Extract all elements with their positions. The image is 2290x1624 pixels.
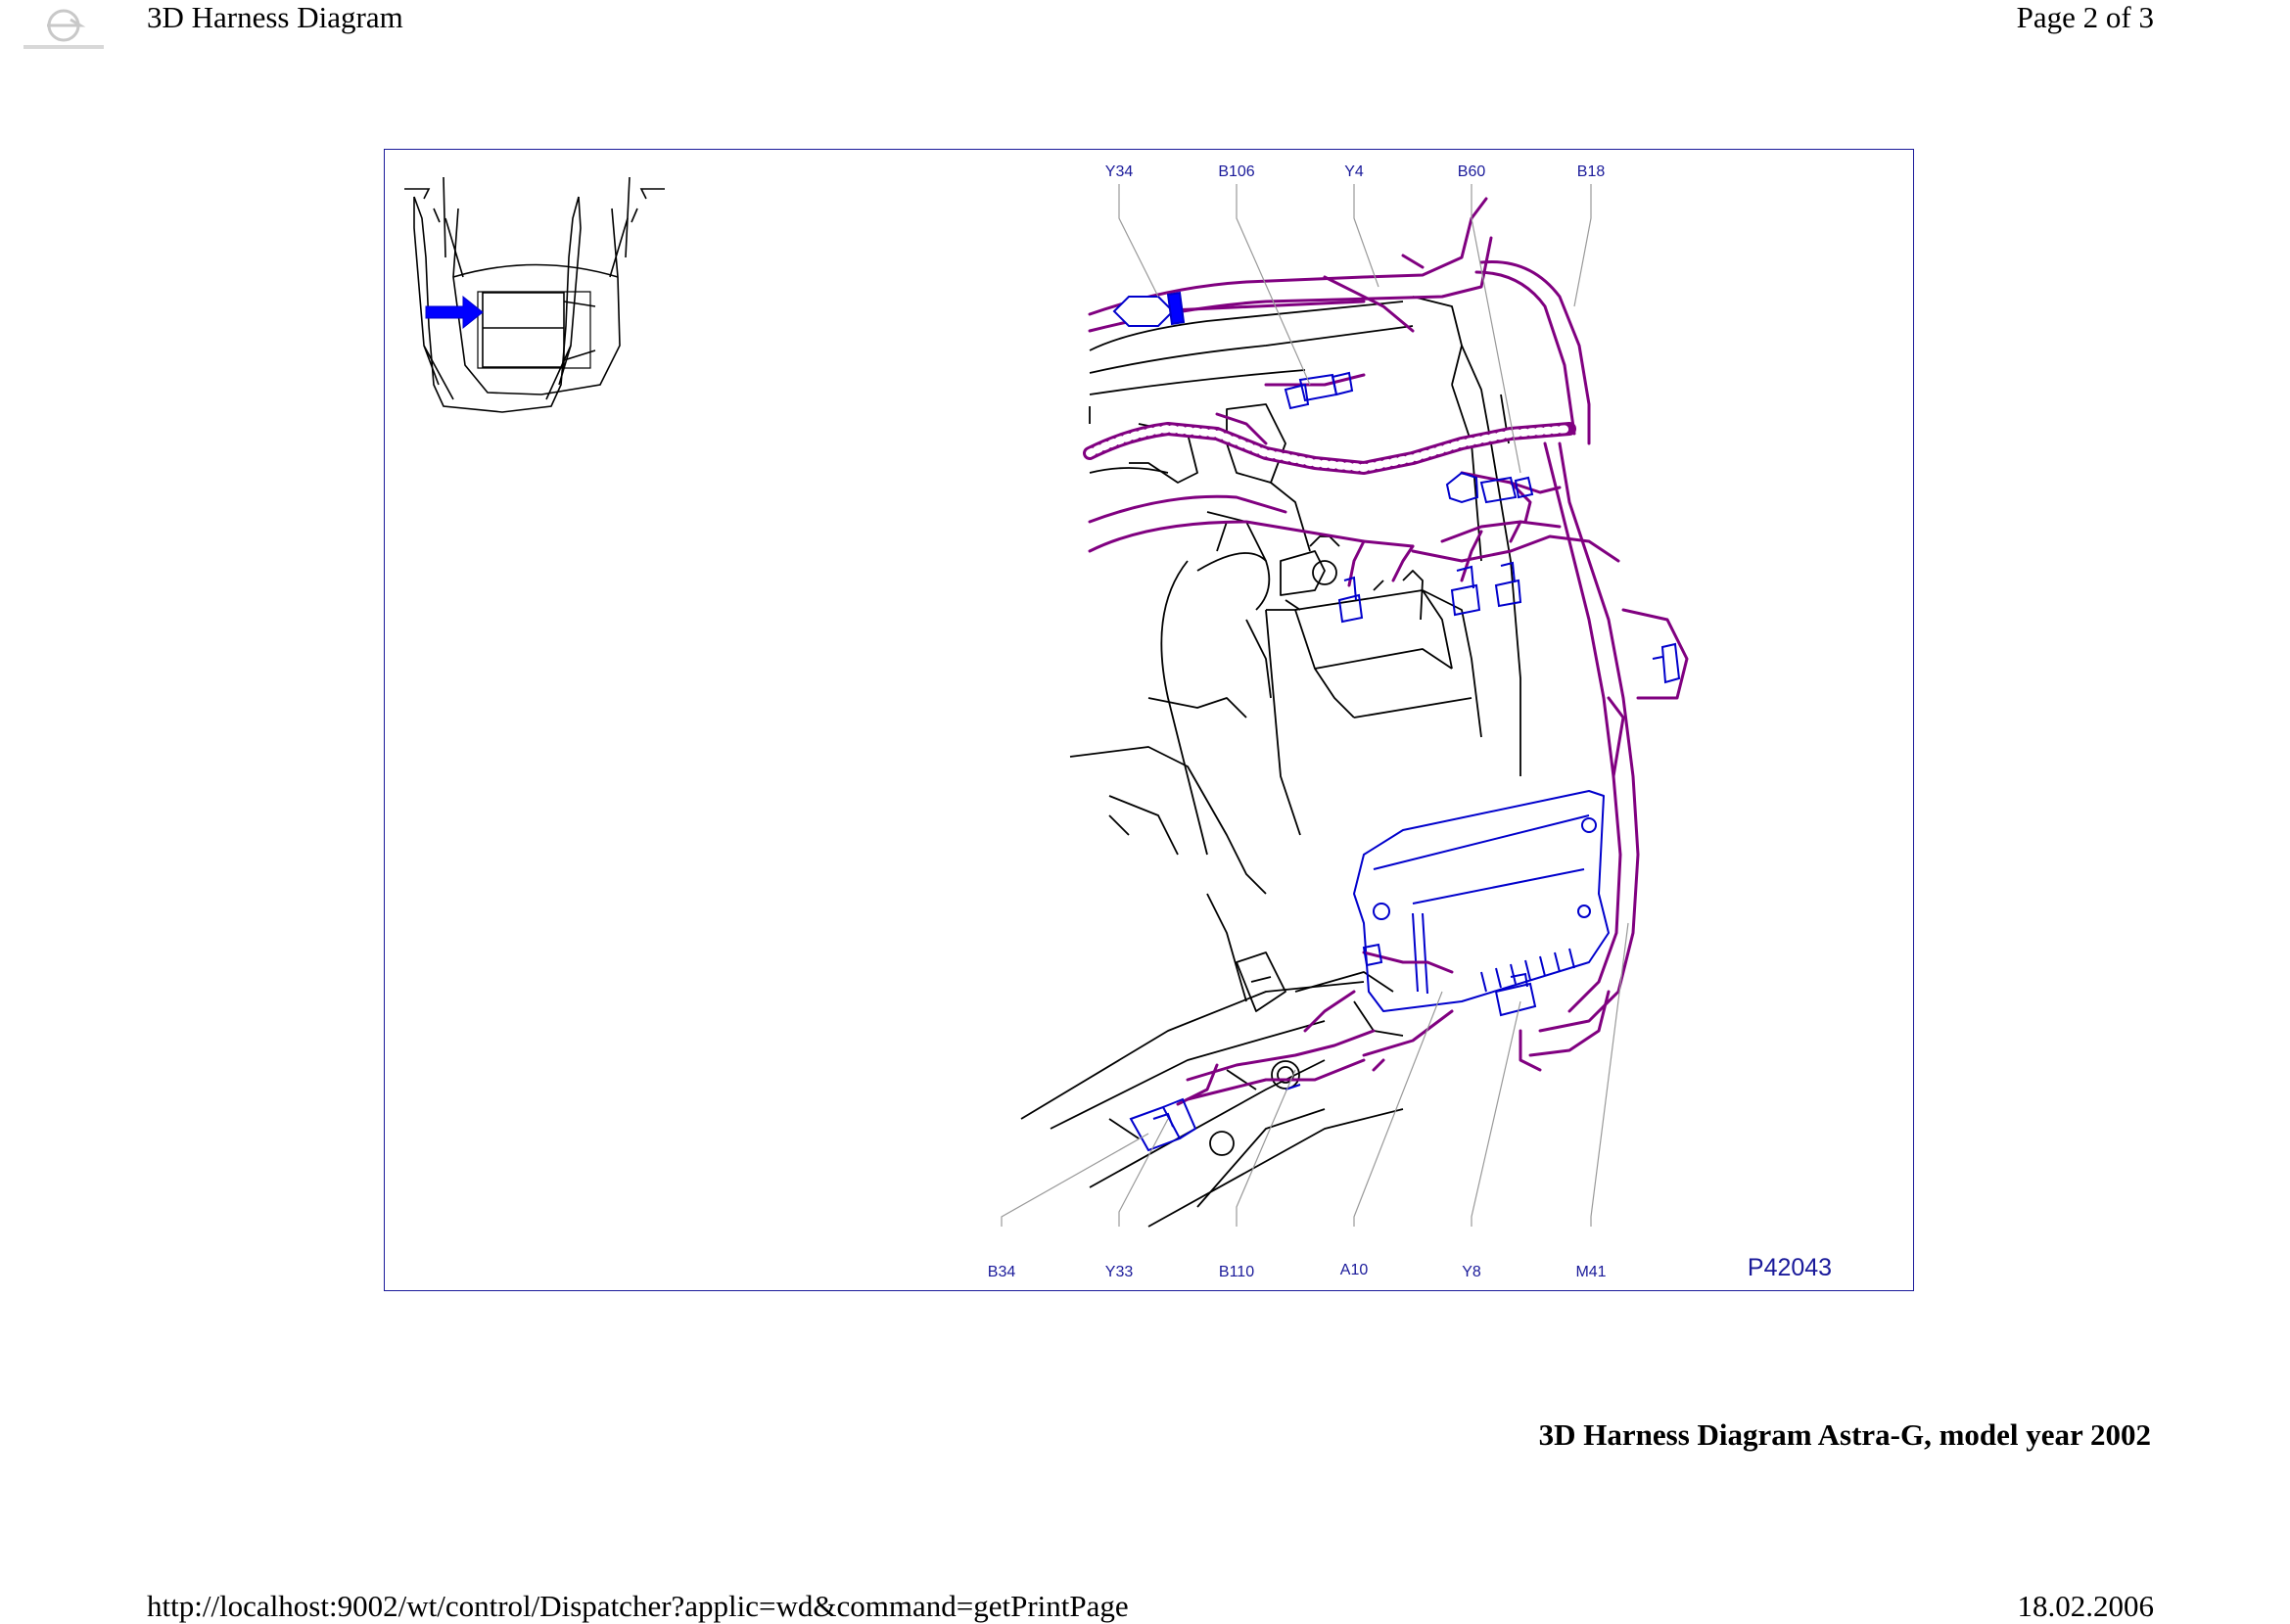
- label-b106: B106: [1218, 163, 1254, 180]
- label-b110: B110: [1219, 1264, 1254, 1280]
- drawing-id: P42043: [1748, 1254, 1832, 1281]
- opel-logo-icon: [23, 9, 104, 49]
- connectors: [1112, 291, 1681, 1152]
- locator-arrow-icon: [425, 295, 484, 330]
- engine-drawing: [1020, 296, 1521, 1228]
- footer-url: http://localhost:9002/wt/control/Dispatc…: [147, 1589, 1129, 1623]
- footer-date: 18.02.2006: [2017, 1589, 2155, 1623]
- label-y34: Y34: [1105, 163, 1134, 180]
- label-y8: Y8: [1462, 1264, 1481, 1280]
- label-m41: M41: [1575, 1264, 1606, 1280]
- page-title: 3D Harness Diagram: [147, 0, 403, 34]
- page-indicator: Page 2 of 3: [2016, 0, 2154, 34]
- harness-diagram: Y34 B106 Y4 B60 B18 B34 Y33 B110 A10 Y8 …: [404, 163, 1832, 1281]
- leader-lines: [1001, 184, 1629, 1227]
- label-y4: Y4: [1344, 163, 1364, 180]
- ecu-housing: [1353, 790, 1610, 1012]
- label-b18: B18: [1577, 163, 1606, 180]
- label-b34: B34: [988, 1264, 1016, 1280]
- label-a10: A10: [1340, 1262, 1369, 1278]
- diagram-frame: Y34 B106 Y4 B60 B18 B34 Y33 B110 A10 Y8 …: [384, 149, 1914, 1291]
- wiring-harness: [1083, 197, 1689, 1106]
- label-y33: Y33: [1105, 1264, 1134, 1280]
- diagram-caption: 3D Harness Diagram Astra-G, model year 2…: [1538, 1417, 2151, 1452]
- vehicle-locator: [404, 176, 665, 413]
- label-b60: B60: [1458, 163, 1486, 180]
